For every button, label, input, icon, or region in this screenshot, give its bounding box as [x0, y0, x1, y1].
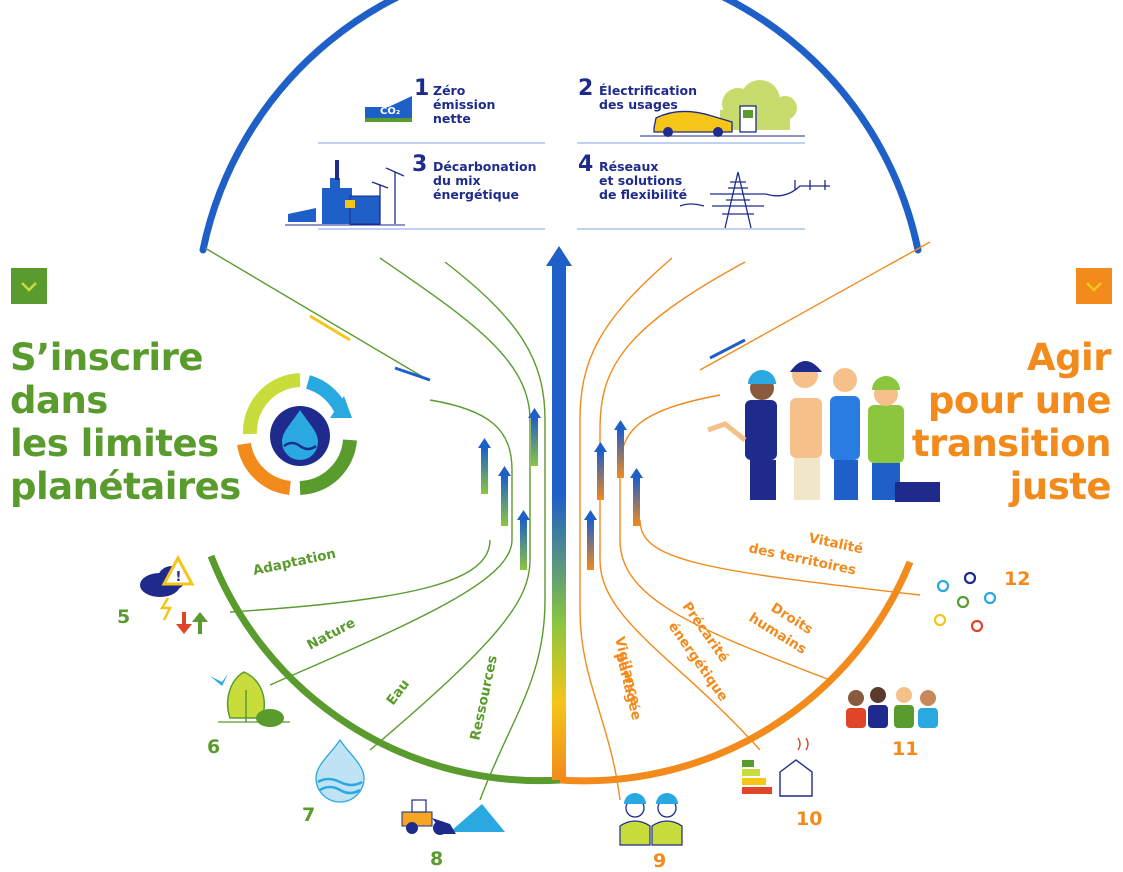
orange-arc [559, 560, 914, 785]
green-check-badge-icon [11, 268, 47, 304]
item-11-number: 11 [892, 738, 919, 760]
green-arrows [478, 408, 541, 570]
orange-arrows [584, 420, 643, 570]
item-10-number: 10 [796, 808, 823, 830]
bulldozer-icon [401, 799, 505, 835]
water-cycle-icon [237, 373, 357, 495]
right-title: Agir pour une transition juste [911, 336, 1112, 508]
co2-icon [365, 96, 412, 122]
item-7-number: 7 [302, 804, 316, 826]
central-arrow-shaft [552, 262, 566, 780]
water-drop-icon [315, 738, 365, 803]
top-arc [199, 0, 922, 254]
item-4-number: 4 [578, 152, 594, 177]
orange-check-badge-icon [1076, 268, 1112, 304]
item-7-label: Eau [383, 676, 413, 708]
item-6-label: Nature [304, 615, 358, 654]
left-title: S’inscrire dans les limites planétaires [10, 336, 241, 508]
power-line-icon [679, 171, 830, 229]
power-plant-icon [285, 160, 405, 226]
item-12-number: 12 [1004, 568, 1031, 590]
item-5-number: 5 [117, 606, 131, 628]
svg-text:!: ! [176, 570, 182, 585]
co2-label: CO₂ [380, 106, 401, 117]
item-5-label: Adaptation [252, 546, 338, 579]
storm-warning-icon: ! [140, 554, 208, 634]
item-1-number: 1 [414, 76, 430, 101]
workers-group-icon [707, 361, 940, 502]
location-pins-icon [933, 571, 997, 633]
item-8-label: Ressources [467, 654, 501, 742]
energy-label-house-icon [742, 737, 813, 797]
tree-bird-icon [210, 671, 290, 727]
item-3-number: 3 [412, 152, 428, 177]
central-arrow-head [546, 246, 572, 266]
item-6-number: 6 [207, 736, 221, 758]
item-2-number: 2 [578, 76, 594, 101]
people-group-icon [846, 687, 938, 728]
item-9-number: 9 [653, 850, 667, 872]
electric-car-icon [640, 80, 805, 137]
green-arc [207, 554, 561, 785]
item-8-number: 8 [430, 848, 444, 870]
safety-workers-icon [619, 793, 683, 846]
